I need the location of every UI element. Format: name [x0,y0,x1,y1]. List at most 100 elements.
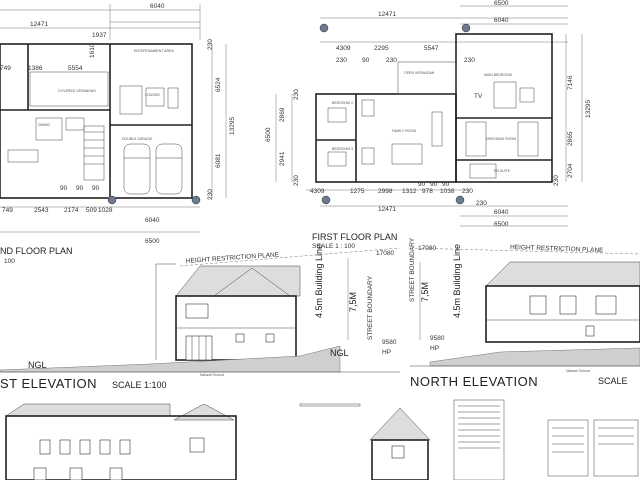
gf-dim-side-a: 1610 [89,43,96,58]
gf-dim-left-a: 1386 [28,65,43,72]
ff-dim-b-b: 1275 [350,188,365,195]
gf-dim-top-overall: 12471 [30,21,48,28]
hp-9580-b: 9580 [430,335,445,342]
gf-dim-v-d: 230 [207,39,214,50]
gf-dim-bottom-c: 509 [86,207,97,214]
gf-dim-top-small: 1937 [92,32,107,39]
gf-dim-row-b: 90 [76,185,84,192]
gf-dim-side-c: 749 [0,65,11,72]
ff-dim-b-a: 4309 [310,188,325,195]
ff-dim-b-i: 6040 [494,209,509,216]
ff-dim-b-d: 1312 [402,188,417,195]
gf-room-entertainment: ENTERTAINMENT AREA [134,49,174,53]
ff-dim-r-d: 2704 [567,163,574,178]
first-floor-plan: 12471 6500 6040 4309 2295 5547 230 230 2… [265,0,592,250]
gf-room-lounge: LOUNGE [145,93,160,97]
ff-dim-b-e: 978 [422,188,433,195]
gf-dim-v-a: 6524 [215,77,222,92]
ff-dim-r-e: 230 [553,175,560,186]
gf-plan-title: ND FLOOR PLAN [0,246,73,256]
ff-section-marker-4-icon [455,195,465,205]
ff-dim-t-a: 4309 [336,45,351,52]
ff-dim-b-c: 2998 [378,188,393,195]
ff-dim-b-g: 230 [462,188,473,195]
ff-dim-b-m: 90 [430,181,438,188]
gf-room-dining: DINING [38,123,51,127]
ff-dim-t-d: 230 [336,57,347,64]
north-elevation-scale: SCALE [598,376,628,386]
street-boundary-label: STREET BOUNDARY [367,275,374,340]
ff-dim-r-a: 7146 [567,75,574,90]
ff-dim-l-a: 2869 [279,107,286,122]
gf-room-covered-verandah: COVERED VERANDAH [58,89,96,93]
ff-dim-t-e: 230 [386,57,397,64]
gf-dim-top-right: 6040 [150,3,165,10]
ff-dim-t-b: 2295 [374,45,389,52]
street-boundary-label-2: STREET BOUNDARY [409,237,416,302]
ff-dim-top-right: 6040 [494,17,509,24]
ff-room-dressing-room: DRESSING ROOM [486,137,516,141]
ff-dim-top-right2: 6500 [494,0,509,7]
hp-label: HP [382,349,391,356]
ff-section-marker-3-icon [321,195,331,205]
ff-room-en-suite: EN SUITE [494,169,511,173]
ff-dim-t-c: 5547 [424,45,439,52]
natural-ground-label: Natural Ground [200,373,224,377]
ff-dim-t-g: 230 [464,57,475,64]
gf-dim-v-b: 13295 [229,117,236,135]
gf-dim-bottom-a: 2543 [34,207,49,214]
ff-dim-l-b: 6500 [265,127,272,142]
ff-dim-top-overall: 12471 [378,11,396,18]
gf-dim-row-c: 90 [92,185,100,192]
ff-dim-b-l: 90 [418,181,426,188]
ff-dim-b-f: 1038 [440,188,455,195]
gf-dim-bottom-d: 1028 [98,207,113,214]
ff-room-family-room: FAMILY ROOM [392,129,416,133]
ff-room-bedroom-2: BEDROOM 2 [332,101,353,105]
ff-dim-l-e: 230 [293,175,300,186]
height-17080-b: 17080 [418,245,436,252]
gf-section-marker-2-icon [107,195,117,205]
height-plane-label: HEIGHT RESTRICTION PLANE [186,251,280,265]
dim-7-5m-b: 7,5M [420,282,430,302]
height-plane-label-2: HEIGHT RESTRICTION PLANE [510,244,604,254]
hp-label-b: HP [430,345,439,352]
gf-dim-v-e: 230 [207,189,214,200]
ff-room-bedroom-3: BEDROOM 3 [332,147,353,151]
west-elevation-title: ST ELEVATION [0,376,97,391]
ff-plan-title: FIRST FLOOR PLAN [312,232,397,242]
lower-elevations [5,399,639,480]
ngl-label: NGL [330,348,349,358]
north-elevation-title: NORTH ELEVATION [410,374,538,389]
ff-plan-scale: SCALE 1 : 100 [312,243,355,250]
building-line-label-2: 4.5m Building Line [452,244,462,318]
gf-dim-v-c: 6081 [215,153,222,168]
gf-plan-scale: 100 [4,258,15,265]
building-line-label: 4.5m Building Line [314,244,324,318]
ff-dim-l-d: 230 [293,89,300,100]
gf-dim-left-b: 5554 [68,65,83,72]
ground-floor-plan: 6040 12471 1937 1610 749 1386 5554 ENTER… [0,3,236,265]
ff-room-open-verandah: OPEN VERANDAH [404,71,435,75]
ff-dim-b-h: 12471 [378,206,396,213]
ff-dim-b-n: 90 [442,181,450,188]
west-elevation-scale: SCALE 1:100 [112,380,167,390]
elevations-band: HEIGHT RESTRICTION PLANE HEIGHT RESTRICT… [0,237,640,391]
ff-section-marker-icon [319,23,329,33]
gf-dim-row-a: 90 [60,185,68,192]
ff-room-main-bedroom: MAIN BEDROOM [484,73,512,77]
ff-dim-b-k: 230 [476,200,487,207]
gf-dim-bottom-g: 749 [2,207,13,214]
dim-7-5m: 7,5M [348,292,358,312]
gf-dim-bottom-e: 6040 [145,217,160,224]
natural-ground-label-b: Natural Ground [566,369,590,373]
ff-dim-b-j: 6500 [494,221,509,228]
gf-section-marker-icon [191,195,201,205]
gf-room-double-garage: DOUBLE GARAGE [122,137,153,141]
gf-dim-bottom-b: 2174 [64,207,79,214]
ff-dim-r-b: 13295 [585,100,592,118]
ngl-label-b: NGL [28,360,47,370]
ff-section-marker-2-icon [461,23,471,33]
ff-dim-l-c: 2941 [279,151,286,166]
hp-9580: 9580 [382,339,397,346]
